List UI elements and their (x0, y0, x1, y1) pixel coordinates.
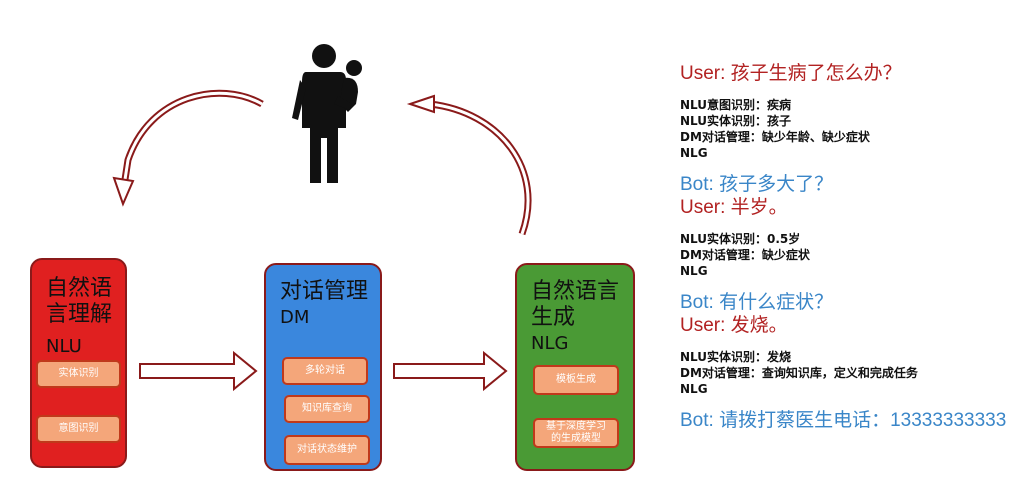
turn1-user-line: User: 孩子生病了怎么办？ (680, 63, 902, 84)
nlg-chip-template: 模板生成 (533, 365, 619, 395)
dm-chip-multiturn: 多轮对话 (282, 357, 368, 385)
dm-module: 对话管理 DM 多轮对话 知识库查询 对话状态维护 (264, 263, 382, 471)
dialog-example: User: 孩子生病了怎么办？ NLU意图识别：疾病 NLU实体识别：孩子 DM… (680, 62, 1020, 432)
turn1-analysis-line: NLU实体识别：孩子 (680, 114, 792, 128)
dm-chip-kb-query: 知识库查询 (284, 395, 370, 423)
turn2-analysis-line: NLU实体识别：0.5岁 (680, 232, 801, 246)
flow-arrow-dm-nlg-icon (393, 350, 508, 392)
nlg-module: 自然语言 生成 NLG 模板生成 基于深度学习 的生成模型 (515, 263, 635, 471)
dm-abbr: DM (280, 307, 310, 328)
cycle-arrow-left-icon (112, 89, 264, 207)
nlg-abbr: NLG (531, 333, 569, 354)
turn2-user-line: User: 半岁。 (680, 197, 788, 218)
nlu-chip-intent: 意图识别 (36, 415, 121, 443)
nlu-module: 自然语 言理解 NLU 实体识别 意图识别 (30, 258, 127, 468)
turn2-analysis-line: DM对话管理：缺少症状 (680, 248, 810, 262)
turn1-analysis-line: DM对话管理：缺少年龄、缺少症状 (680, 130, 870, 144)
nlu-abbr: NLU (46, 336, 82, 357)
turn1-analysis-line: NLU意图识别：疾病 (680, 98, 792, 112)
cycle-arrow-right-icon (406, 94, 532, 236)
parent-holding-child-icon (292, 44, 362, 183)
turn3-bot-line: Bot: 有什么症状？ (680, 292, 834, 313)
turn2-bot-line: Bot: 孩子多大了？ (680, 174, 834, 195)
turn3-user-line: User: 发烧。 (680, 315, 788, 336)
nlu-chip-entity: 实体识别 (36, 360, 121, 388)
flow-arrow-nlu-dm-icon (139, 350, 258, 392)
nlu-title: 自然语 言理解 (46, 276, 113, 327)
dm-title: 对话管理 (280, 279, 369, 304)
turn3-analysis-line: NLG (680, 382, 708, 396)
final-bot-line: Bot: 请拨打蔡医生电话：13333333333 (680, 410, 1007, 431)
turn3-analysis-line: DM对话管理：查询知识库，定义和完成任务 (680, 366, 918, 380)
turn1-analysis-line: NLG (680, 146, 708, 160)
nlg-title: 自然语言 生成 (531, 279, 620, 330)
turn3-analysis-line: NLU实体识别：发烧 (680, 350, 792, 364)
dm-chip-state: 对话状态维护 (284, 435, 370, 465)
nlg-chip-deep-learning: 基于深度学习 的生成模型 (533, 418, 619, 448)
turn2-analysis-line: NLG (680, 264, 708, 278)
